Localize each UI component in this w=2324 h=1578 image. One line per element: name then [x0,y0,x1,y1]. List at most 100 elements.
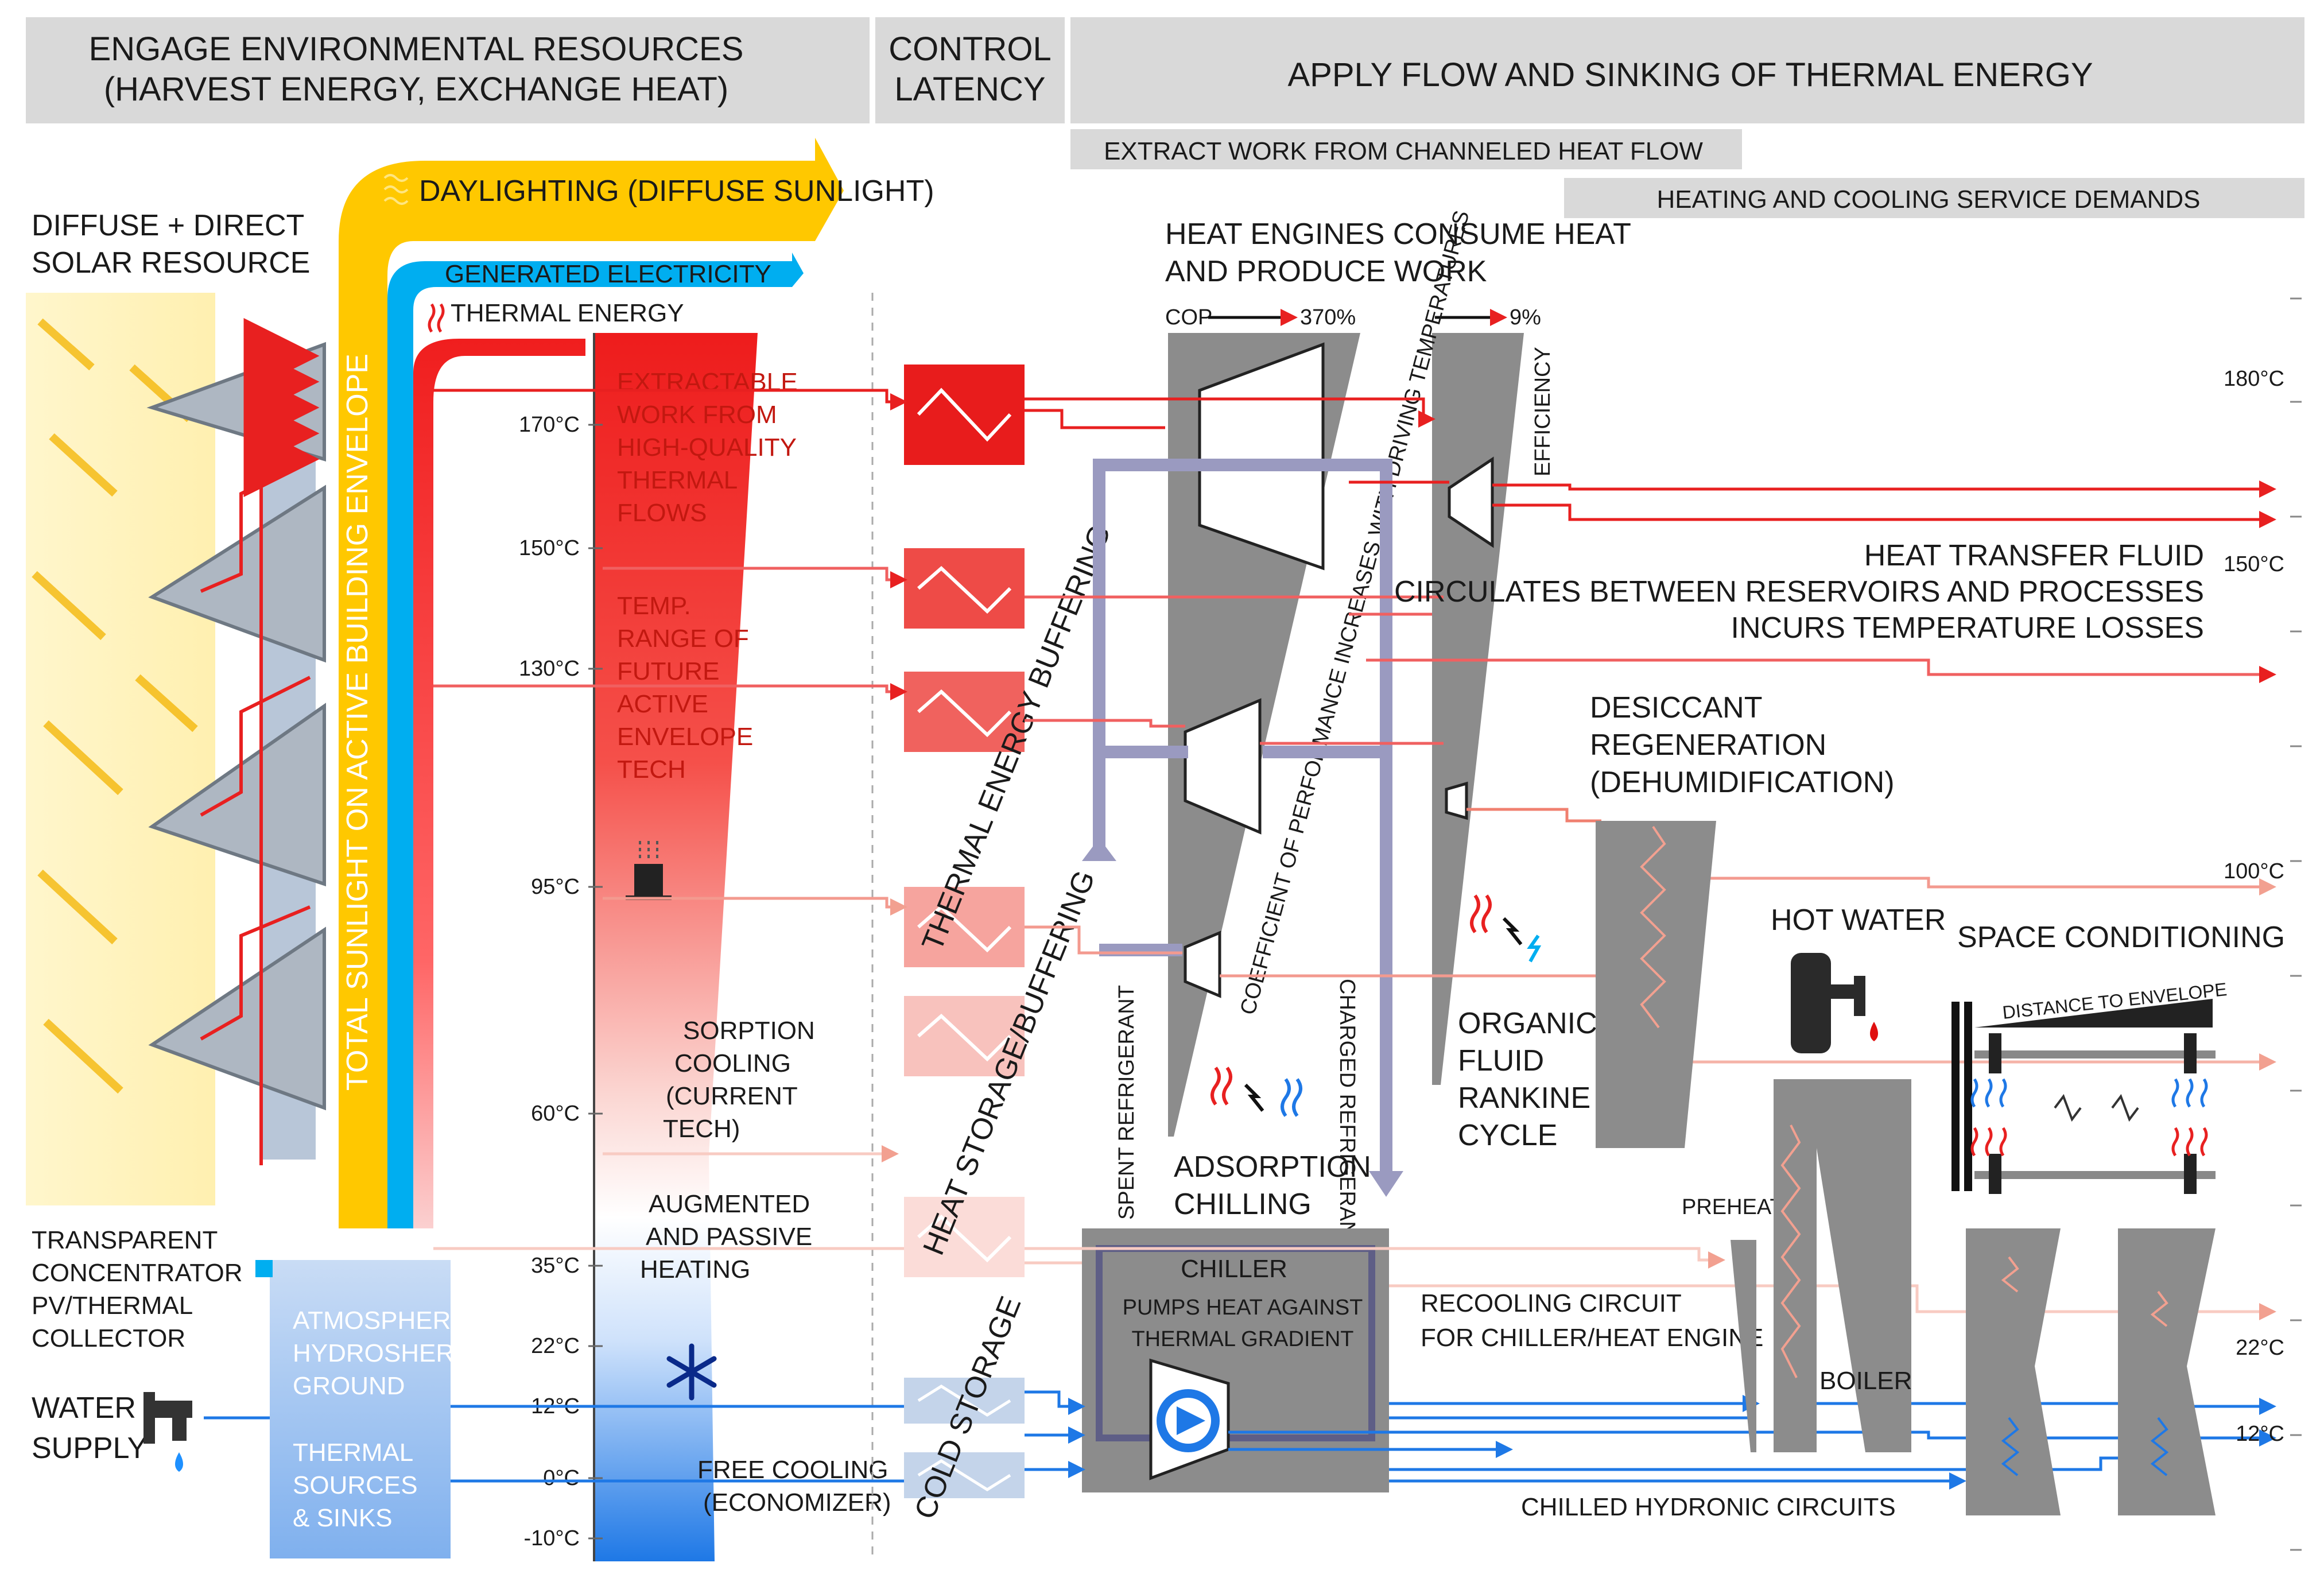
daylighting-band [339,138,844,1228]
chiller-desc: PUMPS HEAT AGAINST [1123,1296,1363,1320]
header-control-subtitle: LATENCY [894,71,1045,108]
temp-label-150: 150°C [519,536,580,560]
space-conditioning-label: SPACE CONDITIONING [1957,921,2285,954]
svg-text:AUGMENTED: AUGMENTED [649,1190,810,1218]
pump-icon [1157,1389,1220,1452]
refrigerant-loop [1093,459,1392,1182]
svg-text:THERMAL: THERMAL [293,1439,413,1467]
svg-text:HYDROSHERE: HYDROSHERE [293,1339,471,1367]
desiccant-label-3: (DEHUMIDIFICATION) [1590,766,1895,799]
distance-wedge [1974,999,2213,1028]
desiccant-label: DESICCANT [1590,691,1762,724]
electricity-label: GENERATED ELECTRICITY [445,260,771,288]
cold-tank-1 [904,1378,1025,1424]
heat-engines-title: HEAT ENGINES CONSUME HEAT [1165,218,1631,251]
temp-label-95: 95°C [531,875,580,899]
svg-text:ACTIVE: ACTIVE [617,690,708,718]
header-apply-title: APPLY FLOW AND SINKING OF THERMAL ENERGY [1287,56,2093,94]
svg-text:FUTURE: FUTURE [617,657,719,685]
temp-label-minus10: -10°C [523,1526,580,1550]
cop-label: COP [1165,305,1212,329]
svg-text:SOURCES: SOURCES [293,1471,418,1499]
wedge-sorption-label: SORPTION COOLING (CURRENT TECH) [663,1017,815,1143]
heat-engines-title-2: AND PRODUCE WORK [1165,255,1487,288]
faucet-icon [143,1392,192,1472]
water-supply-label-2: SUPPLY [32,1432,147,1465]
orc-label: ORGANIC FLUID RANKINE CYCLE [1458,1007,1597,1152]
header-control-band [875,17,1065,123]
svg-text:FLOWS: FLOWS [617,499,707,527]
boiler-coil [1780,1125,1801,1378]
efficiency-max-label: 9% [1510,305,1541,329]
svg-text:THERMAL: THERMAL [617,466,738,494]
svg-text:ATMOSPHERE: ATMOSPHERE [293,1306,468,1335]
svg-text:ORGANIC: ORGANIC [1458,1007,1597,1040]
wedge-extractable-label: EXTRACTABLE WORK FROM HIGH-QUALITY THERM… [617,368,798,527]
htf-desc-2: INCURS TEMPERATURE LOSSES [1731,611,2204,645]
preheat-unit [1731,1240,1756,1452]
temp-label-22: 22°C [531,1334,580,1358]
svg-text:RANGE OF: RANGE OF [617,625,749,653]
buffer-tank-2 [904,548,1025,629]
svg-text:TECH): TECH) [663,1115,740,1143]
sources-sinks-box [270,1260,451,1558]
svg-text:AND PASSIVE: AND PASSIVE [646,1223,812,1251]
svg-text:(CURRENT: (CURRENT [666,1082,798,1110]
snowflake-icon [666,1343,717,1401]
solar-facade [26,293,215,1205]
cop-max-label: 370% [1300,305,1356,329]
svg-text:SORPTION: SORPTION [683,1017,815,1045]
svg-text:WORK FROM: WORK FROM [617,401,777,429]
svg-text:& SINKS: & SINKS [293,1504,393,1532]
header-service-title: HEATING AND COOLING SERVICE DEMANDS [1657,185,2201,214]
svg-text:22°C: 22°C [2236,1336,2284,1360]
temp-label-170: 170°C [519,413,580,437]
buffer-tank-4 [904,887,1025,967]
temp-label-0: 0°C [543,1466,580,1490]
svg-text:FREE COOLING: FREE COOLING [697,1456,889,1484]
adsorption-label-2: CHILLING [1174,1188,1312,1221]
temp-label-60: 60°C [531,1102,580,1126]
temperature-wedge [594,333,758,1561]
svg-text:TECH: TECH [617,755,686,784]
efficiency-axis-label: EFFICIENCY [1531,347,1555,476]
svg-text:RANKINE: RANKINE [1458,1081,1590,1115]
collector-label: TRANSPARENT [32,1226,218,1254]
svg-text:TEMP.: TEMP. [617,592,691,620]
space-unit-1 [1966,1228,2061,1515]
buffer-tanks [904,365,1025,1498]
boiler-unit [1774,1079,1817,1452]
collector-label-4: COLLECTOR [32,1324,185,1352]
thermal-energy-label: THERMAL ENERGY [451,299,684,327]
svg-text:(ECONOMIZER): (ECONOMIZER) [703,1488,891,1517]
header-apply-band [1070,17,2304,123]
htf-desc: CIRCULATES BETWEEN RESERVOIRS AND PROCES… [1394,575,2204,608]
charged-refrigerant-arrow [1369,1171,1403,1197]
space-conditioning-diagram [1951,1002,2216,1194]
daylighting-label: DAYLIGHTING (DIFFUSE SUNLIGHT) [419,175,934,208]
svg-text:HEATING: HEATING [640,1255,750,1284]
solar-resource-label: DIFFUSE + DIRECT [32,209,304,242]
svg-text:EXTRACTABLE: EXTRACTABLE [617,368,798,396]
turbines [1184,342,1494,998]
thermal-band [413,339,585,1228]
solar-resource-label-2: SOLAR RESOURCE [32,246,310,280]
temp-label-35: 35°C [531,1254,580,1278]
svg-text:ENVELOPE: ENVELOPE [617,723,753,751]
header-engage-title: ENGAGE ENVIRONMENTAL RESOURCES [89,30,744,68]
collector-label-2: CONCENTRATOR [32,1259,243,1287]
adsorption-label: ADSORPTION [1174,1150,1371,1184]
water-supply-label: WATER [32,1391,136,1425]
spent-refrigerant-arrow [1082,838,1116,861]
desiccant-label-2: REGENERATION [1590,728,1826,762]
desiccant-unit [1596,821,1716,1148]
right-temperature-scale: 180°C 150°C 100°C 22°C 12°C [2224,367,2284,1446]
space-coil-2 [2150,1290,2168,1327]
recooling-label-2: FOR CHILLER/HEAT ENGINE [1421,1324,1763,1352]
cold-flow-lines [451,1390,2276,1490]
spent-refrigerant-label: SPENT REFRIGERANT [1115,985,1139,1220]
svg-text:GROUND: GROUND [293,1372,405,1400]
svg-text:FLUID: FLUID [1458,1044,1544,1077]
thermal-energy-icon [428,303,445,333]
